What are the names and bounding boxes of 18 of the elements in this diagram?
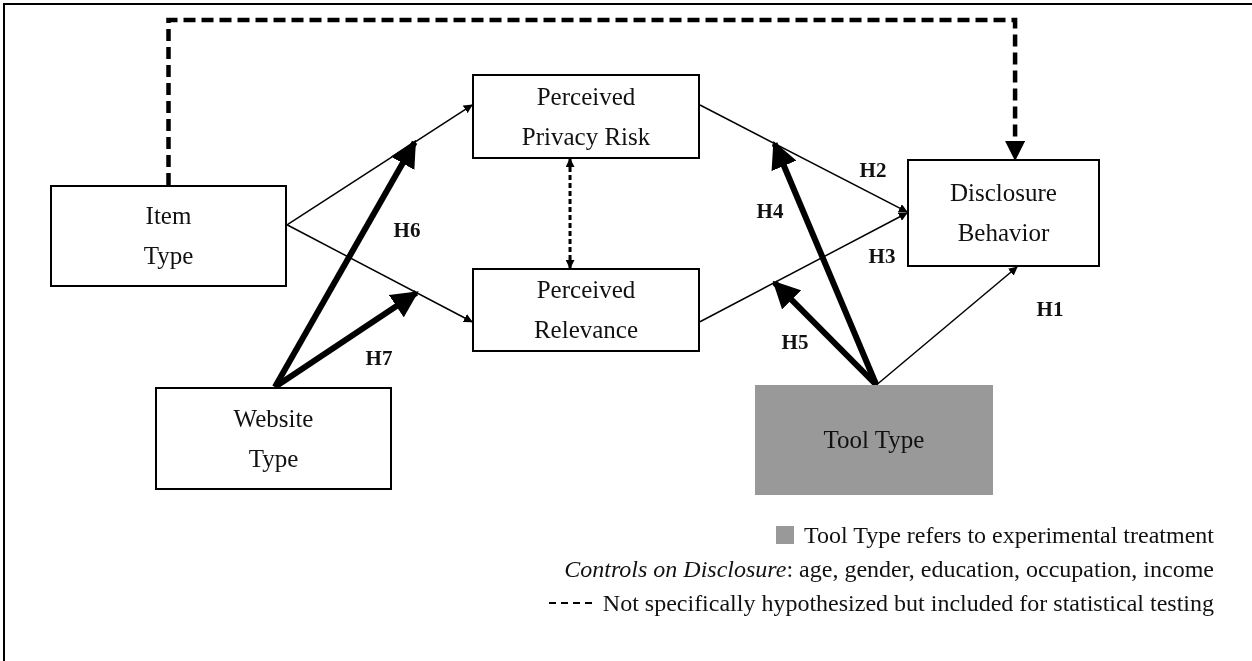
thick-arrow xyxy=(771,141,880,387)
construct-box: Disclosure Behavior xyxy=(907,159,1100,267)
legend-text: Tool Type refers to experimental treatment xyxy=(803,521,1214,550)
arrow xyxy=(699,212,908,323)
dashed-arrow xyxy=(166,17,1026,185)
construct-box: Perceived Privacy Risk xyxy=(472,74,700,159)
construct-box: Website Type xyxy=(155,387,392,490)
dashed-arrow xyxy=(565,158,575,269)
treatment-box: Tool Type xyxy=(755,385,993,495)
construct-box: Perceived Relevance xyxy=(472,268,700,352)
thick-arrow xyxy=(273,290,419,390)
arrow xyxy=(699,104,908,213)
construct-box: Item Type xyxy=(50,185,287,287)
arrow xyxy=(286,104,473,226)
arrow xyxy=(286,224,473,323)
thick-arrow xyxy=(272,139,418,389)
legend-text: Not specifically hypothesized but included for statistical testing xyxy=(602,589,1214,618)
note-text: Controls on Disclosure: age, gender, education, occupation, income xyxy=(564,555,1214,584)
